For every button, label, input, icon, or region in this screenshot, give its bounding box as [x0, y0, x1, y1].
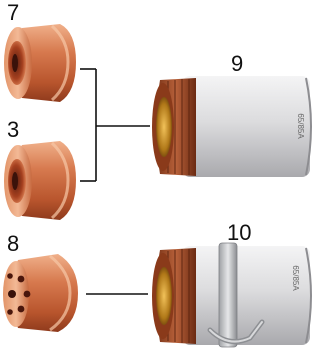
part-label-3: 3	[7, 119, 19, 141]
part-label-8: 8	[7, 233, 19, 255]
part-3-shield-cap	[4, 141, 76, 220]
part-10-marking: 65/85A	[291, 265, 300, 291]
part-7-shield-cap	[4, 24, 76, 102]
part-10-retaining-cap: 65/85A	[152, 243, 311, 347]
part-9-retaining-cap: 65/85A	[152, 76, 311, 177]
part-label-10: 10	[227, 222, 251, 244]
part-8-deflector-cap	[3, 254, 78, 332]
connector-bracket	[80, 69, 150, 181]
part-10-marking-text: 65/85A	[291, 265, 300, 291]
part-label-7: 7	[7, 2, 19, 24]
part-9-marking-text: 65/85A	[296, 113, 305, 139]
part-label-9: 9	[231, 53, 243, 75]
part-9-marking: 65/85A	[296, 113, 305, 139]
